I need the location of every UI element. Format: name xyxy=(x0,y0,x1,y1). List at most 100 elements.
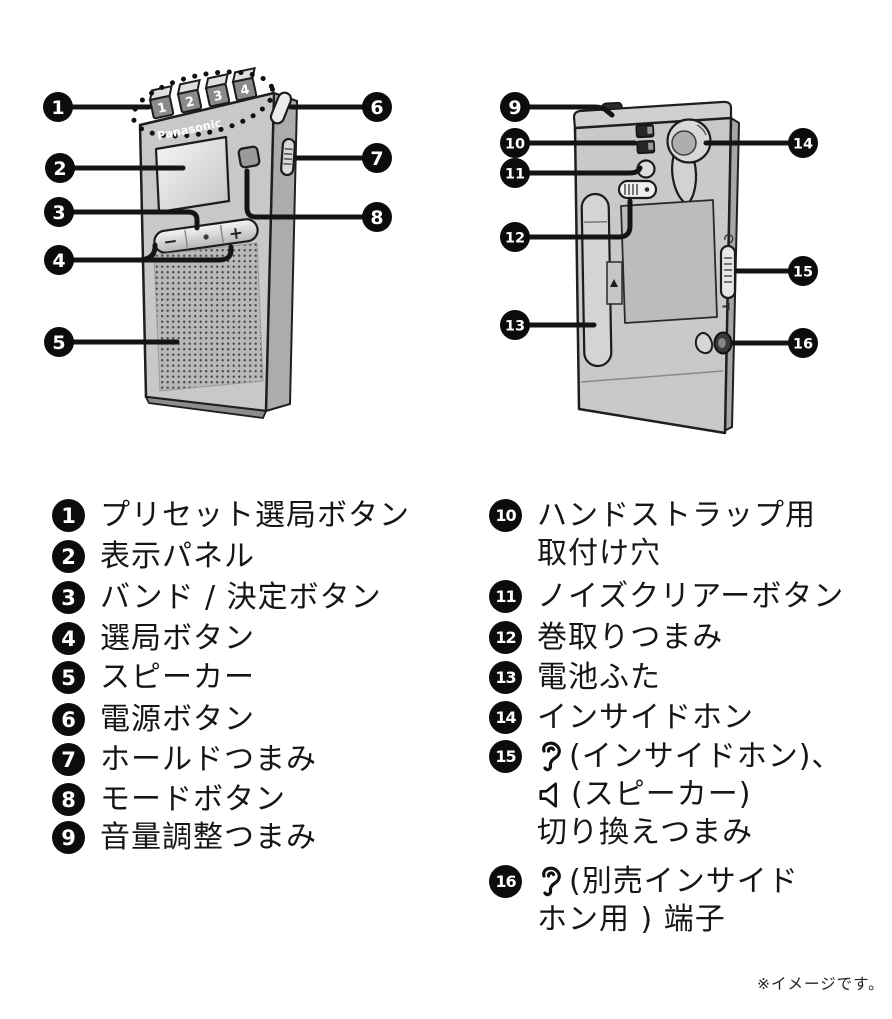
preset-1-label: 1 xyxy=(156,100,168,117)
legend-label-10-line2: 取付け穴 xyxy=(537,536,661,571)
legend-badge-1: 1 xyxy=(52,499,85,532)
legend-label-15: (インサイドホン)、 (スピーカー) 切り換えつまみ xyxy=(537,738,842,852)
callout-16: 16 xyxy=(793,337,813,353)
rocker-center-dot xyxy=(203,234,209,240)
legend-item-2: 2 表示パネル xyxy=(52,538,255,576)
image-disclaimer-note: ※イメージです。 xyxy=(757,975,885,993)
legend-badge-15: 15 xyxy=(489,740,522,773)
callout-badges: 1 2 3 4 5 6 7 8 9 10 11 12 13 1 xyxy=(43,92,818,358)
preset-4-label: 4 xyxy=(239,82,251,99)
jack-cap xyxy=(694,331,714,355)
legend-item-4: 4 選局ボタン xyxy=(52,620,255,658)
legend-item-8: 8 モードボタン xyxy=(52,781,286,819)
callout-9: 9 xyxy=(508,97,521,119)
back-top-cap xyxy=(572,100,733,131)
back-lower-seam xyxy=(580,370,724,383)
legend-label-13: 電池ふた xyxy=(537,660,661,695)
legend-item-12: 12 巻取りつまみ xyxy=(489,619,723,657)
callout-10: 10 xyxy=(505,137,525,153)
callout-15: 15 xyxy=(793,265,813,281)
legend-item-14: 14 インサイドホン xyxy=(489,699,754,737)
legend-label-15-line3: 切り換えつまみ xyxy=(537,815,754,850)
mode-button xyxy=(237,145,261,169)
callout-7: 7 xyxy=(370,148,383,170)
legend-badge-10: 10 xyxy=(489,499,522,532)
legend-item-15: 15 (インサイドホン)、 (スピーカー) xyxy=(489,738,842,852)
legend-item-16: 16 (別売インサイド ホン用 ) 端子 xyxy=(489,863,799,939)
callout-4: 4 xyxy=(52,250,65,272)
legend-label-15-line1: (インサイドホン)、 xyxy=(537,738,842,776)
rocker-plus-label: + xyxy=(228,223,245,245)
leader-8 xyxy=(244,168,366,220)
legend-badge-8: 8 xyxy=(52,783,85,816)
leader-3 xyxy=(70,209,200,231)
legend-item-3: 3 バンド / 決定ボタン xyxy=(52,579,382,617)
callout-3: 3 xyxy=(52,202,65,224)
legend-badge-3: 3 xyxy=(52,581,85,614)
speaker-icon xyxy=(537,780,565,810)
legend-badge-2: 2 xyxy=(52,540,85,573)
legend-label-9: 音量調整つまみ xyxy=(100,820,317,855)
device-diagram: 1 2 3 4 xyxy=(43,66,818,435)
legend-badge-9: 9 xyxy=(52,821,85,854)
legend-label-10: ハンドストラップ用 取付け穴 xyxy=(537,497,816,573)
legend-label-15-text1: (インサイドホン)、 xyxy=(569,739,843,774)
legend-label-6: 電源ボタン xyxy=(100,702,255,737)
display-panel xyxy=(154,135,231,214)
legend-label-8: モードボタン xyxy=(100,782,286,817)
legend-badge-16: 16 xyxy=(489,865,522,898)
speaker-mark xyxy=(722,302,730,311)
front-device: 1 2 3 4 xyxy=(130,66,299,419)
legend-item-1: 1 プリセット選局ボタン xyxy=(52,497,410,535)
legend-badge-14: 14 xyxy=(489,701,522,734)
legend-badge-7: 7 xyxy=(52,743,85,776)
legend-badge-6: 6 xyxy=(52,703,85,736)
legend-badge-12: 12 xyxy=(489,621,522,654)
winding-knob xyxy=(617,179,658,200)
legend-label-7: ホールドつまみ xyxy=(100,742,317,777)
callout-6: 6 xyxy=(370,97,383,119)
ear-mark xyxy=(724,234,734,245)
legend-label-3: バンド / 決定ボタン xyxy=(100,580,382,615)
front-bottom-edge xyxy=(144,395,268,419)
callout-14: 14 xyxy=(793,137,813,153)
legend-label-2: 表示パネル xyxy=(100,539,255,574)
legend-label-12: 巻取りつまみ xyxy=(537,620,724,655)
leader-9 xyxy=(526,104,615,118)
legend-label-1: プリセット選局ボタン xyxy=(100,498,410,533)
legend-badge-11: 11 xyxy=(489,580,522,613)
legend-label-11: ノイズクリアーボタン xyxy=(537,579,845,614)
leader-12 xyxy=(526,198,633,240)
legend-label-5: スピーカー xyxy=(100,660,255,695)
rocker-minus-label: − xyxy=(162,231,179,253)
strap-holes xyxy=(635,123,656,155)
legend-label-16-line1: (別売インサイド xyxy=(537,863,799,901)
legend-label-10-line1: ハンドストラップ用 xyxy=(537,498,816,533)
ear-icon xyxy=(537,740,563,774)
legend-item-10: 10 ハンドストラップ用 取付け穴 xyxy=(489,497,816,573)
legend-badge-13: 13 xyxy=(489,661,522,694)
back-device xyxy=(572,100,741,435)
legend-label-16-line2: ホン用 ) 端子 xyxy=(537,902,726,937)
battery-panel xyxy=(620,199,718,324)
leader-11 xyxy=(526,165,643,176)
callout-1: 1 xyxy=(51,97,64,119)
preset-2-label: 2 xyxy=(184,94,196,111)
callout-lines xyxy=(69,104,792,346)
legend-item-13: 13 電池ふた xyxy=(489,659,661,697)
legend-item-5: 5 スピーカー xyxy=(52,659,255,697)
insider-phone xyxy=(666,118,712,206)
legend-badge-5: 5 xyxy=(52,661,85,694)
preset-buttons: 1 2 3 4 xyxy=(148,66,258,120)
legend-item-7: 7 ホールドつまみ xyxy=(52,741,317,779)
panel-latch xyxy=(606,261,623,305)
speaker-grille xyxy=(153,242,264,392)
legend-item-9: 9 音量調整つまみ xyxy=(52,819,317,857)
preset-3-label: 3 xyxy=(212,88,224,105)
legend-badge-4: 4 xyxy=(52,622,85,655)
legend-item-6: 6 電源ボタン xyxy=(52,701,255,739)
legend-label-14: インサイドホン xyxy=(537,700,754,735)
callout-2: 2 xyxy=(53,158,66,180)
hold-switch xyxy=(280,137,296,177)
